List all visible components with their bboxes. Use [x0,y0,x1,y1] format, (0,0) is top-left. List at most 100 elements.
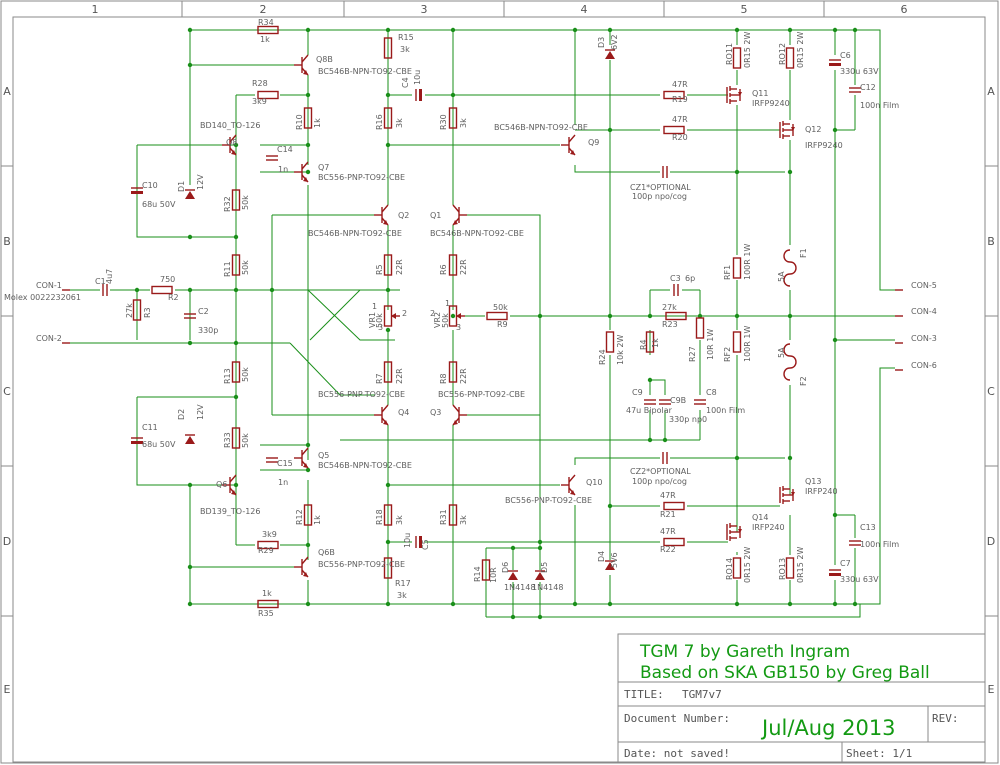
resistor-symbol [303,504,313,526]
grid-column-label: 3 [421,3,428,16]
capacitor-value-label: 10u [403,533,412,548]
capacitor-ref-label: C5 [421,539,430,550]
resistor-value-label: 22R [459,368,468,384]
transistor-symbol [294,161,309,183]
resistor-value-label: 22R [459,259,468,275]
resistor-symbol [732,331,742,353]
capacitor-value-label: 1n [278,165,288,174]
transistor-symbol [726,523,742,541]
resistor-symbol [151,285,173,295]
date-label: Date: not saved! [624,747,730,760]
resistor-value-label: 47R [660,527,676,536]
resistor-ref-label: R27 [688,346,697,362]
diode-ref-label: D2 [177,409,186,420]
resistor-symbol [231,189,241,211]
resistor-value-label: 100R 1W [743,244,752,280]
capacitor-ref-label: C3 [670,274,681,283]
resistor-value-label: 22R [395,368,404,384]
resistor-value-label: 3k [395,515,404,525]
transistor-value-label: BC556-PNP-TO92-CBE [318,390,405,399]
grid-row-label: C [3,385,11,398]
transistor-ref-label: Q4 [398,408,409,417]
connector-label: CON-5 [911,281,937,290]
resistor-value-label: 22R [395,259,404,275]
resistor-symbol [383,504,393,526]
diode-value-label: 12V [196,174,205,190]
capacitor-ref-label: C10 [142,181,158,190]
capacitor-value-label: 100n Film [860,540,899,549]
transistor-value-label: IRFP9240 [752,99,790,108]
junction-dots [134,27,858,620]
capacitor-value-label: 68u 50V [142,440,176,449]
pot-pin-label: 3 [456,323,461,332]
title-block: TGM 7 by Gareth Ingram Based on SKA GB15… [617,633,986,763]
resistor-value-label: 100R 1W [743,326,752,362]
resistor-value-label: 3k9 [252,97,267,106]
resistor-symbol [732,257,742,279]
resistor-ref-label: RF2 [723,347,732,362]
grid-row-label: A [3,85,11,98]
pot-pin-label: 1 [372,302,377,311]
resistor-ref-label: R15 [398,33,414,42]
resistor-symbol [231,427,241,449]
grid-row-label: D [987,535,995,548]
resistor-symbol [695,317,705,339]
resistor-symbol [132,299,142,321]
diode-symbol [535,570,545,580]
resistor-ref-label: RO13 [778,558,787,580]
resistor-ref-label: R21 [660,510,676,519]
fuse-ref-label: F1 [799,248,808,258]
transistor-symbol [294,556,309,578]
resistor-value-label: 3k [459,118,468,128]
resistor-symbol [486,311,508,321]
resistor-value-label: 10k 2W [616,335,625,365]
resistor-value-label: 1k [260,35,270,44]
title-heading-1: TGM 7 by Gareth Ingram [639,642,850,662]
transistor-ref-label: Q8B [316,55,333,64]
transistor-ref-label: Q3 [430,408,441,417]
resistor-value-label: 50k [241,367,250,382]
diode-value-label: 1N4148 [504,583,535,592]
resistor-ref-label: R33 [223,432,232,448]
capacitor-value-label: 100n Film [860,101,899,110]
capacitor-ref-label: CZ2*OPTIONAL [630,467,691,476]
transistor-ref-label: Q6 [216,480,227,489]
resistor-value-label: 47R [672,115,688,124]
diode-ref-label: D4 [597,551,606,562]
transistor-symbol [726,86,742,104]
resistor-symbol [448,504,458,526]
transistor-symbol [374,404,389,426]
pot-pin-label: 2 [402,309,407,318]
grid-row-label: E [988,683,995,696]
fuse-value-label: 5A [777,347,786,358]
resistor-value-label: 1k [651,338,660,348]
potentiometer-symbol [448,305,465,327]
resistor-ref-label: R34 [258,18,274,27]
grid-column-label: 4 [581,3,588,16]
resistor-ref-label: R31 [439,509,448,525]
diode-symbol [605,560,615,570]
capacitor-ref-label: C1 [95,277,106,286]
diode-value-label: 5V6 [610,552,619,568]
pot-pin-label: 3 [378,323,383,332]
resistor-symbol [383,107,393,129]
transistor-symbol [561,474,576,496]
pot-ref-label: VR2 [433,312,442,328]
connector-label: CON-1 [36,281,62,290]
resistor-symbol [605,331,615,353]
resistor-value-label: 0R15 2W [743,32,752,68]
capacitor-ref-label: C4 [401,77,410,88]
resistor-value-label: 50k [241,195,250,210]
capacitor-value-label: 100p npo/cog [632,192,687,201]
transistor-symbol [452,204,467,226]
document-number-label: Document Number: [624,712,730,725]
resistor-ref-label: RF1 [723,265,732,280]
resistor-ref-label: R18 [375,509,384,525]
resistor-ref-label: R16 [375,114,384,130]
diode-value-label: 6V2 [610,34,619,50]
resistor-symbol [665,311,687,321]
transistor-ref-label: Q6B [318,548,335,557]
capacitor-ref-label: C15 [277,459,293,468]
